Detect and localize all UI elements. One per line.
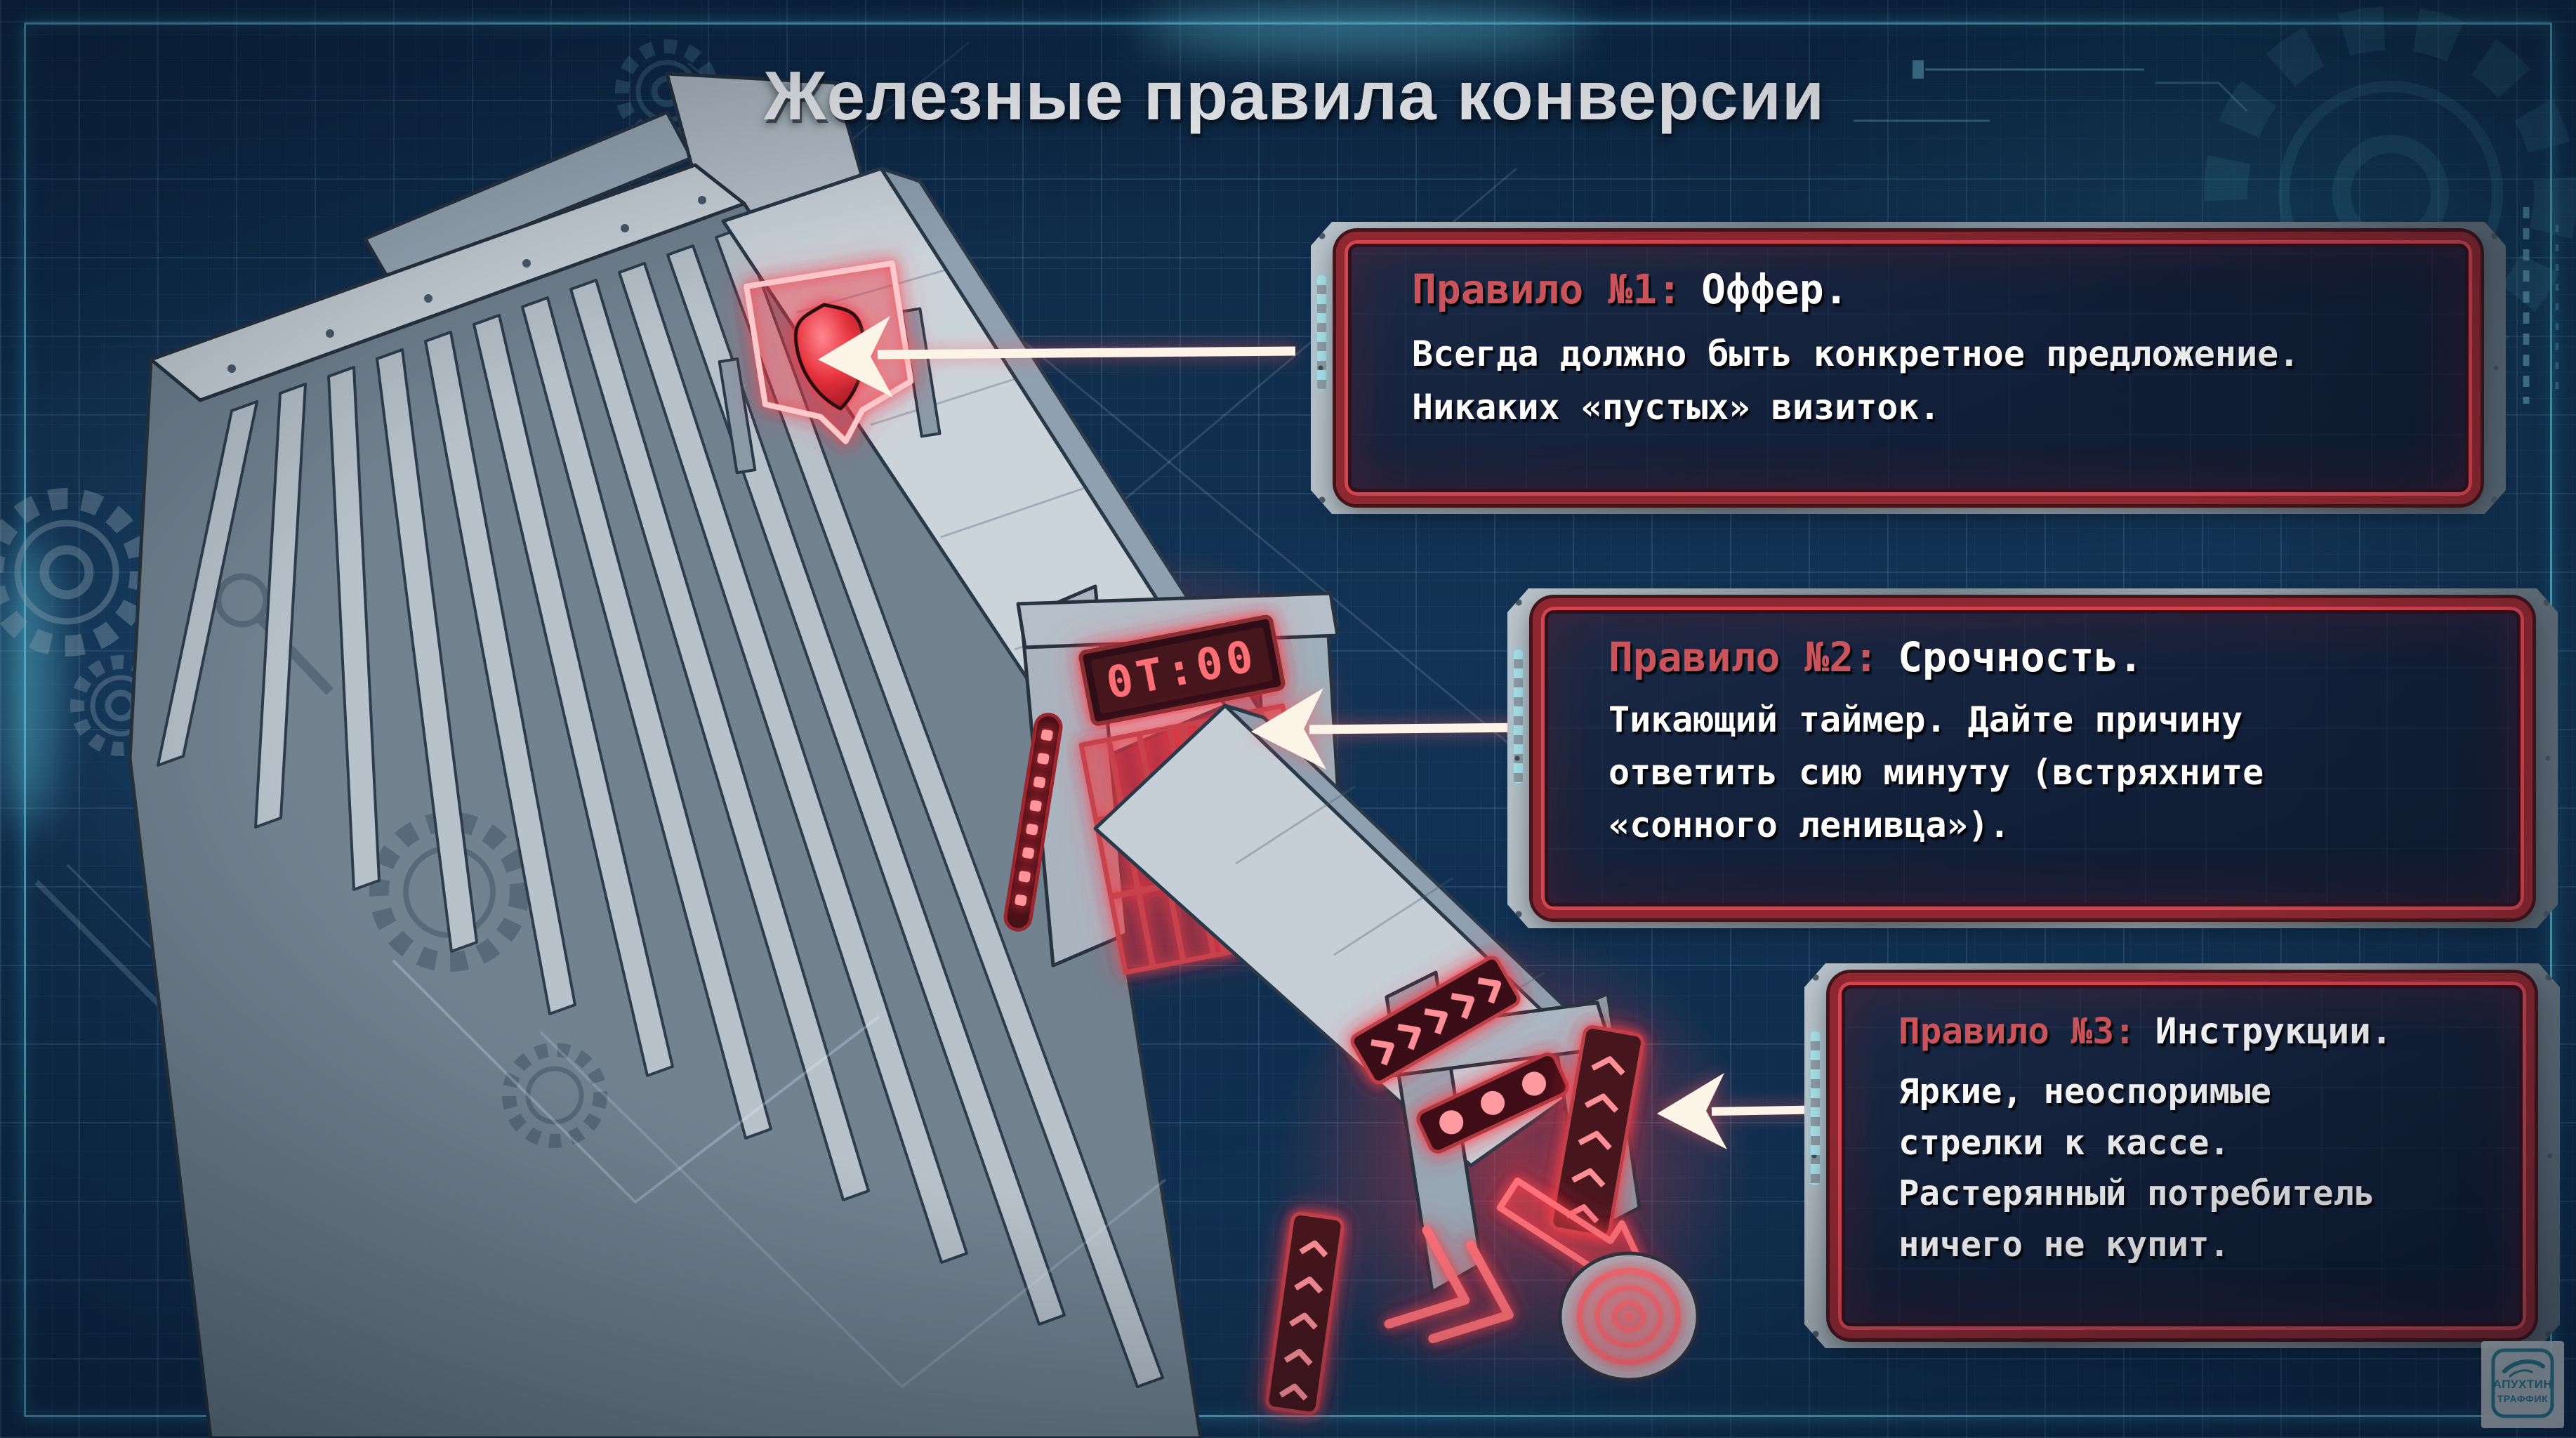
frame-glow-top bbox=[1137, 4, 1587, 53]
page-title: Железные правила конверсии bbox=[764, 57, 1825, 134]
rule-text-line: Тикающий таймер. Дайте причину bbox=[1609, 699, 2243, 740]
rule-panel-3: Правило №3: Инструкции. Яркие, неоспорим… bbox=[1830, 973, 2535, 1338]
rule-text-line: ничего не купит. bbox=[1898, 1224, 2231, 1265]
callout-arrow-2 bbox=[1251, 688, 1531, 770]
logo-badge-icon bbox=[2491, 1348, 2554, 1418]
rule-label: Правило №2: bbox=[1609, 633, 1879, 681]
rule-title: Правило №1: Оффер. bbox=[1412, 265, 2433, 313]
led-strip-icon bbox=[1317, 275, 1326, 390]
frame-glow-left bbox=[4, 534, 53, 829]
rule-text-line: Яркие, неоспоримые bbox=[1898, 1071, 2272, 1112]
callout-arrow-1 bbox=[818, 316, 1296, 397]
watermark-line-1: АПУХТИН bbox=[2492, 1378, 2553, 1391]
rule-text-line: Никаких «пустых» визиток. bbox=[1412, 387, 1941, 428]
chevron-panel-icon bbox=[1265, 1212, 1345, 1416]
led-strip-icon bbox=[1514, 649, 1523, 784]
callout-arrows bbox=[818, 316, 1835, 1149]
led-strip-icon bbox=[1003, 713, 1063, 932]
rule-panel-2: Правило №2: Срочность. Тикающий таймер. … bbox=[1533, 598, 2532, 918]
chevron-panel-icon bbox=[1550, 1025, 1644, 1239]
exit-portal bbox=[1265, 956, 1700, 1416]
rule-panel-1: Правило №1: Оффер. Всегда должно быть ко… bbox=[1336, 232, 2481, 504]
rule-label: Правило №1: bbox=[1412, 265, 1682, 313]
rule-topic: Оффер. bbox=[1701, 265, 1849, 313]
floor-markings bbox=[392, 959, 1167, 1389]
neon-arrow-icon bbox=[1384, 1225, 1514, 1344]
wifi-arc-icon bbox=[2502, 1359, 2545, 1373]
rule-text-line: стрелки к кассе. bbox=[1898, 1122, 2231, 1163]
gear-icon bbox=[0, 488, 151, 657]
watermark-logo: АПУХТИН ТРАФФИК bbox=[2481, 1341, 2564, 1428]
chevron-panel-icon bbox=[1350, 956, 1521, 1084]
rule-text-line: «сонного ленивца»). bbox=[1609, 805, 2010, 845]
target-icon bbox=[1577, 1268, 1681, 1365]
rule-text-line: Растерянный потребитель bbox=[1898, 1173, 2375, 1214]
rule-label: Правило №3: bbox=[1898, 1011, 2136, 1053]
led-strip-icon bbox=[1811, 1031, 1820, 1185]
conversion-machine-illustration: 0T:00 bbox=[128, 72, 1700, 1438]
machine-wall-ribs bbox=[157, 227, 1164, 1388]
offer-shield-emblem bbox=[718, 260, 942, 475]
rule-topic: Инструкции. bbox=[2155, 1011, 2393, 1053]
rule-text-line: Всегда должно быть конкретное предложени… bbox=[1412, 334, 2300, 374]
watermark-line-2: ТРАФФИК bbox=[2497, 1393, 2549, 1404]
rule-topic: Срочность. bbox=[1898, 633, 2144, 681]
rule-title: Правило №3: Инструкции. bbox=[1898, 1011, 2492, 1053]
rule-title: Правило №2: Срочность. bbox=[1609, 633, 2488, 681]
indicator-lights bbox=[1416, 1053, 1569, 1154]
panel-board: Правило №1: Оффер. Всегда должно быть ко… bbox=[1336, 232, 2481, 504]
rule-text-line: ответить сию минуту (встряхните bbox=[1609, 752, 2264, 793]
target-roller bbox=[1558, 1251, 1700, 1382]
band-bolts bbox=[227, 196, 706, 373]
panel-board: Правило №2: Срочность. Тикающий таймер. … bbox=[1533, 598, 2532, 918]
panel-board: Правило №3: Инструкции. Яркие, неоспорим… bbox=[1830, 973, 2535, 1338]
